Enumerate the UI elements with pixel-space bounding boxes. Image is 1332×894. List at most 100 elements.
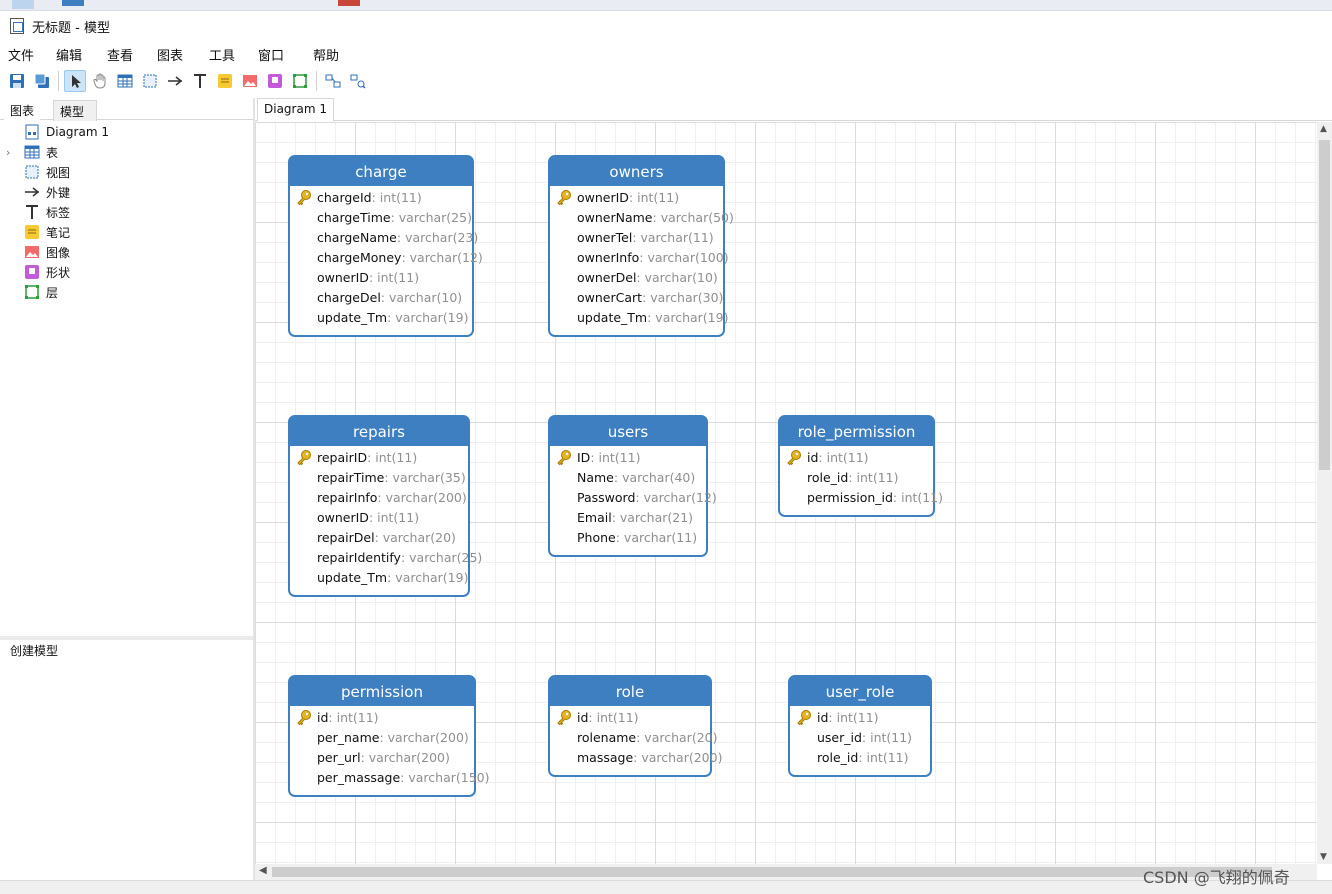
table-icon[interactable] — [114, 70, 136, 92]
field-row[interactable]: permission_id: int(11) — [780, 487, 943, 507]
tree-item[interactable]: 层 — [0, 282, 253, 302]
field-row[interactable]: Name: varchar(40) — [550, 467, 706, 487]
field-list: repairID: int(11)repairTime: varchar(35)… — [290, 446, 482, 587]
tree-item[interactable]: 图像 — [0, 242, 253, 262]
menu-view[interactable]: 查看 — [107, 48, 134, 64]
field-row[interactable]: ownerTel: varchar(11) — [550, 227, 723, 247]
field-row[interactable]: repairDel: varchar(20) — [290, 527, 468, 547]
field-row[interactable]: ownerID: int(11) — [290, 507, 468, 527]
field-row[interactable]: rolename: varchar(20) — [550, 727, 718, 747]
field-name: Email — [577, 509, 612, 525]
top-strip — [0, 0, 1332, 11]
tree-item[interactable]: 标签 — [0, 202, 253, 222]
foreign-key-icon[interactable] — [164, 70, 186, 92]
field-row[interactable]: ownerInfo: varchar(100) — [550, 247, 729, 267]
field-row[interactable]: Password: varchar(12) — [550, 487, 717, 507]
menu-help[interactable]: 帮助 — [313, 48, 340, 64]
field-row[interactable]: chargeMoney: varchar(12) — [290, 247, 483, 267]
zoom-fit-icon[interactable] — [322, 70, 344, 92]
tree-item[interactable]: 外键 — [0, 182, 253, 202]
chevron-right-icon[interactable]: › — [6, 145, 11, 159]
tab-model[interactable]: 模型 — [53, 100, 97, 121]
field-row[interactable]: massage: varchar(200) — [550, 747, 722, 767]
field-row[interactable]: role_id: int(11) — [790, 747, 930, 767]
field-row[interactable]: id: int(11) — [290, 707, 474, 727]
save-as-icon[interactable] — [31, 70, 53, 92]
label-icon[interactable] — [189, 70, 211, 92]
scroll-thumb[interactable] — [272, 867, 1272, 877]
tree-item[interactable]: Diagram 1 — [0, 122, 253, 142]
field-row[interactable]: chargeTime: varchar(25) — [290, 207, 472, 227]
field-type: : varchar(12) — [635, 489, 717, 505]
field-row[interactable]: ownerName: varchar(50) — [550, 207, 734, 227]
field-row[interactable]: Phone: varchar(11) — [550, 527, 706, 547]
field-row[interactable]: repairIdentify: varchar(25) — [290, 547, 482, 567]
scroll-down-icon[interactable]: ▼ — [1320, 852, 1327, 862]
field-row[interactable]: id: int(11) — [790, 707, 930, 727]
menu-tools[interactable]: 工具 — [209, 48, 236, 64]
menu-diagram[interactable]: 图表 — [157, 48, 184, 64]
tree-item[interactable]: 笔记 — [0, 222, 253, 242]
field-row[interactable]: chargeDel: varchar(10) — [290, 287, 472, 307]
scroll-thumb[interactable] — [1319, 140, 1330, 470]
pointer-icon[interactable] — [64, 70, 86, 92]
menu-file[interactable]: 文件 — [8, 48, 35, 64]
tab-diagram[interactable]: 图表 — [4, 100, 41, 121]
shape-icon[interactable] — [264, 70, 286, 92]
field-row[interactable]: ID: int(11) — [550, 447, 706, 467]
field-row[interactable]: ownerCart: varchar(30) — [550, 287, 723, 307]
tree-item[interactable]: ›表 — [0, 142, 253, 162]
field-row[interactable]: repairID: int(11) — [290, 447, 468, 467]
zoom-select-icon[interactable] — [347, 70, 369, 92]
field-row[interactable]: update_Tm: varchar(19) — [290, 307, 472, 327]
field-row[interactable]: update_Tm: varchar(19) — [290, 567, 468, 587]
field-row[interactable]: ownerID: int(11) — [550, 187, 723, 207]
field-type: : varchar(10) — [380, 289, 463, 305]
view-icon[interactable] — [139, 70, 161, 92]
menu-window[interactable]: 窗口 — [258, 48, 285, 64]
field-row[interactable]: chargeId: int(11) — [290, 187, 472, 207]
save-icon[interactable] — [6, 70, 28, 92]
layer-icon[interactable] — [289, 70, 311, 92]
field-type: : int(11) — [892, 489, 944, 505]
field-name: rolename — [577, 729, 637, 745]
field-row[interactable]: user_id: int(11) — [790, 727, 930, 747]
field-row[interactable]: chargeName: varchar(23) — [290, 227, 478, 247]
panel-splitter[interactable] — [0, 636, 253, 640]
field-row[interactable]: ownerDel: varchar(10) — [550, 267, 723, 287]
menu-edit[interactable]: 编辑 — [56, 48, 83, 64]
vertical-divider[interactable] — [253, 98, 255, 881]
field-type: : varchar(200) — [360, 749, 450, 765]
vertical-scrollbar[interactable]: ▲ ▼ — [1317, 122, 1332, 864]
field-row[interactable]: update_Tm: varchar(19) — [550, 307, 728, 327]
hand-icon[interactable] — [89, 70, 111, 92]
field-row[interactable]: role_id: int(11) — [780, 467, 933, 487]
field-row[interactable]: id: int(11) — [550, 707, 710, 727]
field-row[interactable]: Email: varchar(21) — [550, 507, 706, 527]
horizontal-scrollbar[interactable]: ◀ — [255, 864, 1317, 880]
note-icon[interactable] — [214, 70, 236, 92]
field-row[interactable]: ownerID: int(11) — [290, 267, 472, 287]
field-row[interactable]: per_url: varchar(200) — [290, 747, 474, 767]
scroll-left-icon[interactable]: ◀ — [259, 865, 267, 876]
tree-item[interactable]: 视图 — [0, 162, 253, 182]
field-row[interactable]: repairInfo: varchar(200) — [290, 487, 468, 507]
tree-item[interactable]: 形状 — [0, 262, 253, 282]
scroll-up-icon[interactable]: ▲ — [1320, 124, 1327, 134]
image-icon[interactable] — [239, 70, 261, 92]
tab-diagram-1[interactable]: Diagram 1 — [257, 98, 334, 122]
field-row[interactable]: per_massage: varchar(150) — [290, 767, 490, 787]
field-row[interactable]: per_name: varchar(200) — [290, 727, 474, 747]
field-row[interactable]: id: int(11) — [780, 447, 933, 467]
partial-table-icon — [62, 0, 84, 6]
field-row[interactable]: repairTime: varchar(35) — [290, 467, 468, 487]
